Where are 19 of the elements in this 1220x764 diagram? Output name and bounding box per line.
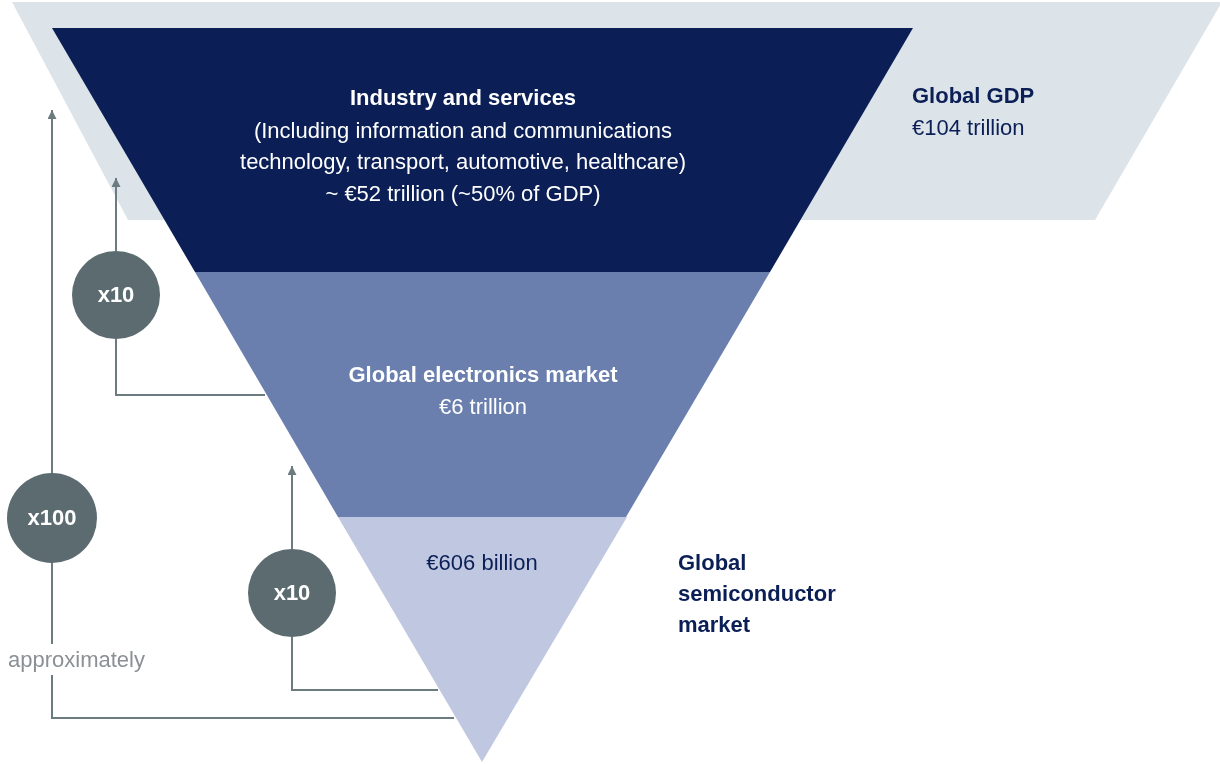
value-text: €606 billion xyxy=(425,549,539,577)
value-text: ~ €52 trillion (~50% of GDP) xyxy=(324,180,602,208)
heading-text: Industry and services xyxy=(348,84,578,112)
connector-line xyxy=(291,636,439,691)
heading-text: Global GDP xyxy=(912,82,1036,110)
note-text: approximately xyxy=(8,644,145,675)
multiplier-circle: x10 xyxy=(248,549,336,637)
arrow xyxy=(111,177,121,252)
arrow xyxy=(287,465,297,550)
value-text: €6 trillion xyxy=(437,393,528,421)
connector-line xyxy=(51,562,455,719)
connector-line xyxy=(115,338,266,396)
description-text: (Including information and communications technology, transport, automotive, healthcare) xyxy=(239,117,687,176)
heading-text: Global electronics market xyxy=(347,361,619,389)
multiplier-circle: x10 xyxy=(72,251,160,339)
value-text: €104 trillion xyxy=(912,114,1026,142)
market-label: Global semiconductor market xyxy=(678,549,837,639)
multiplier-circle: x100 xyxy=(7,473,97,563)
arrow xyxy=(47,109,57,474)
